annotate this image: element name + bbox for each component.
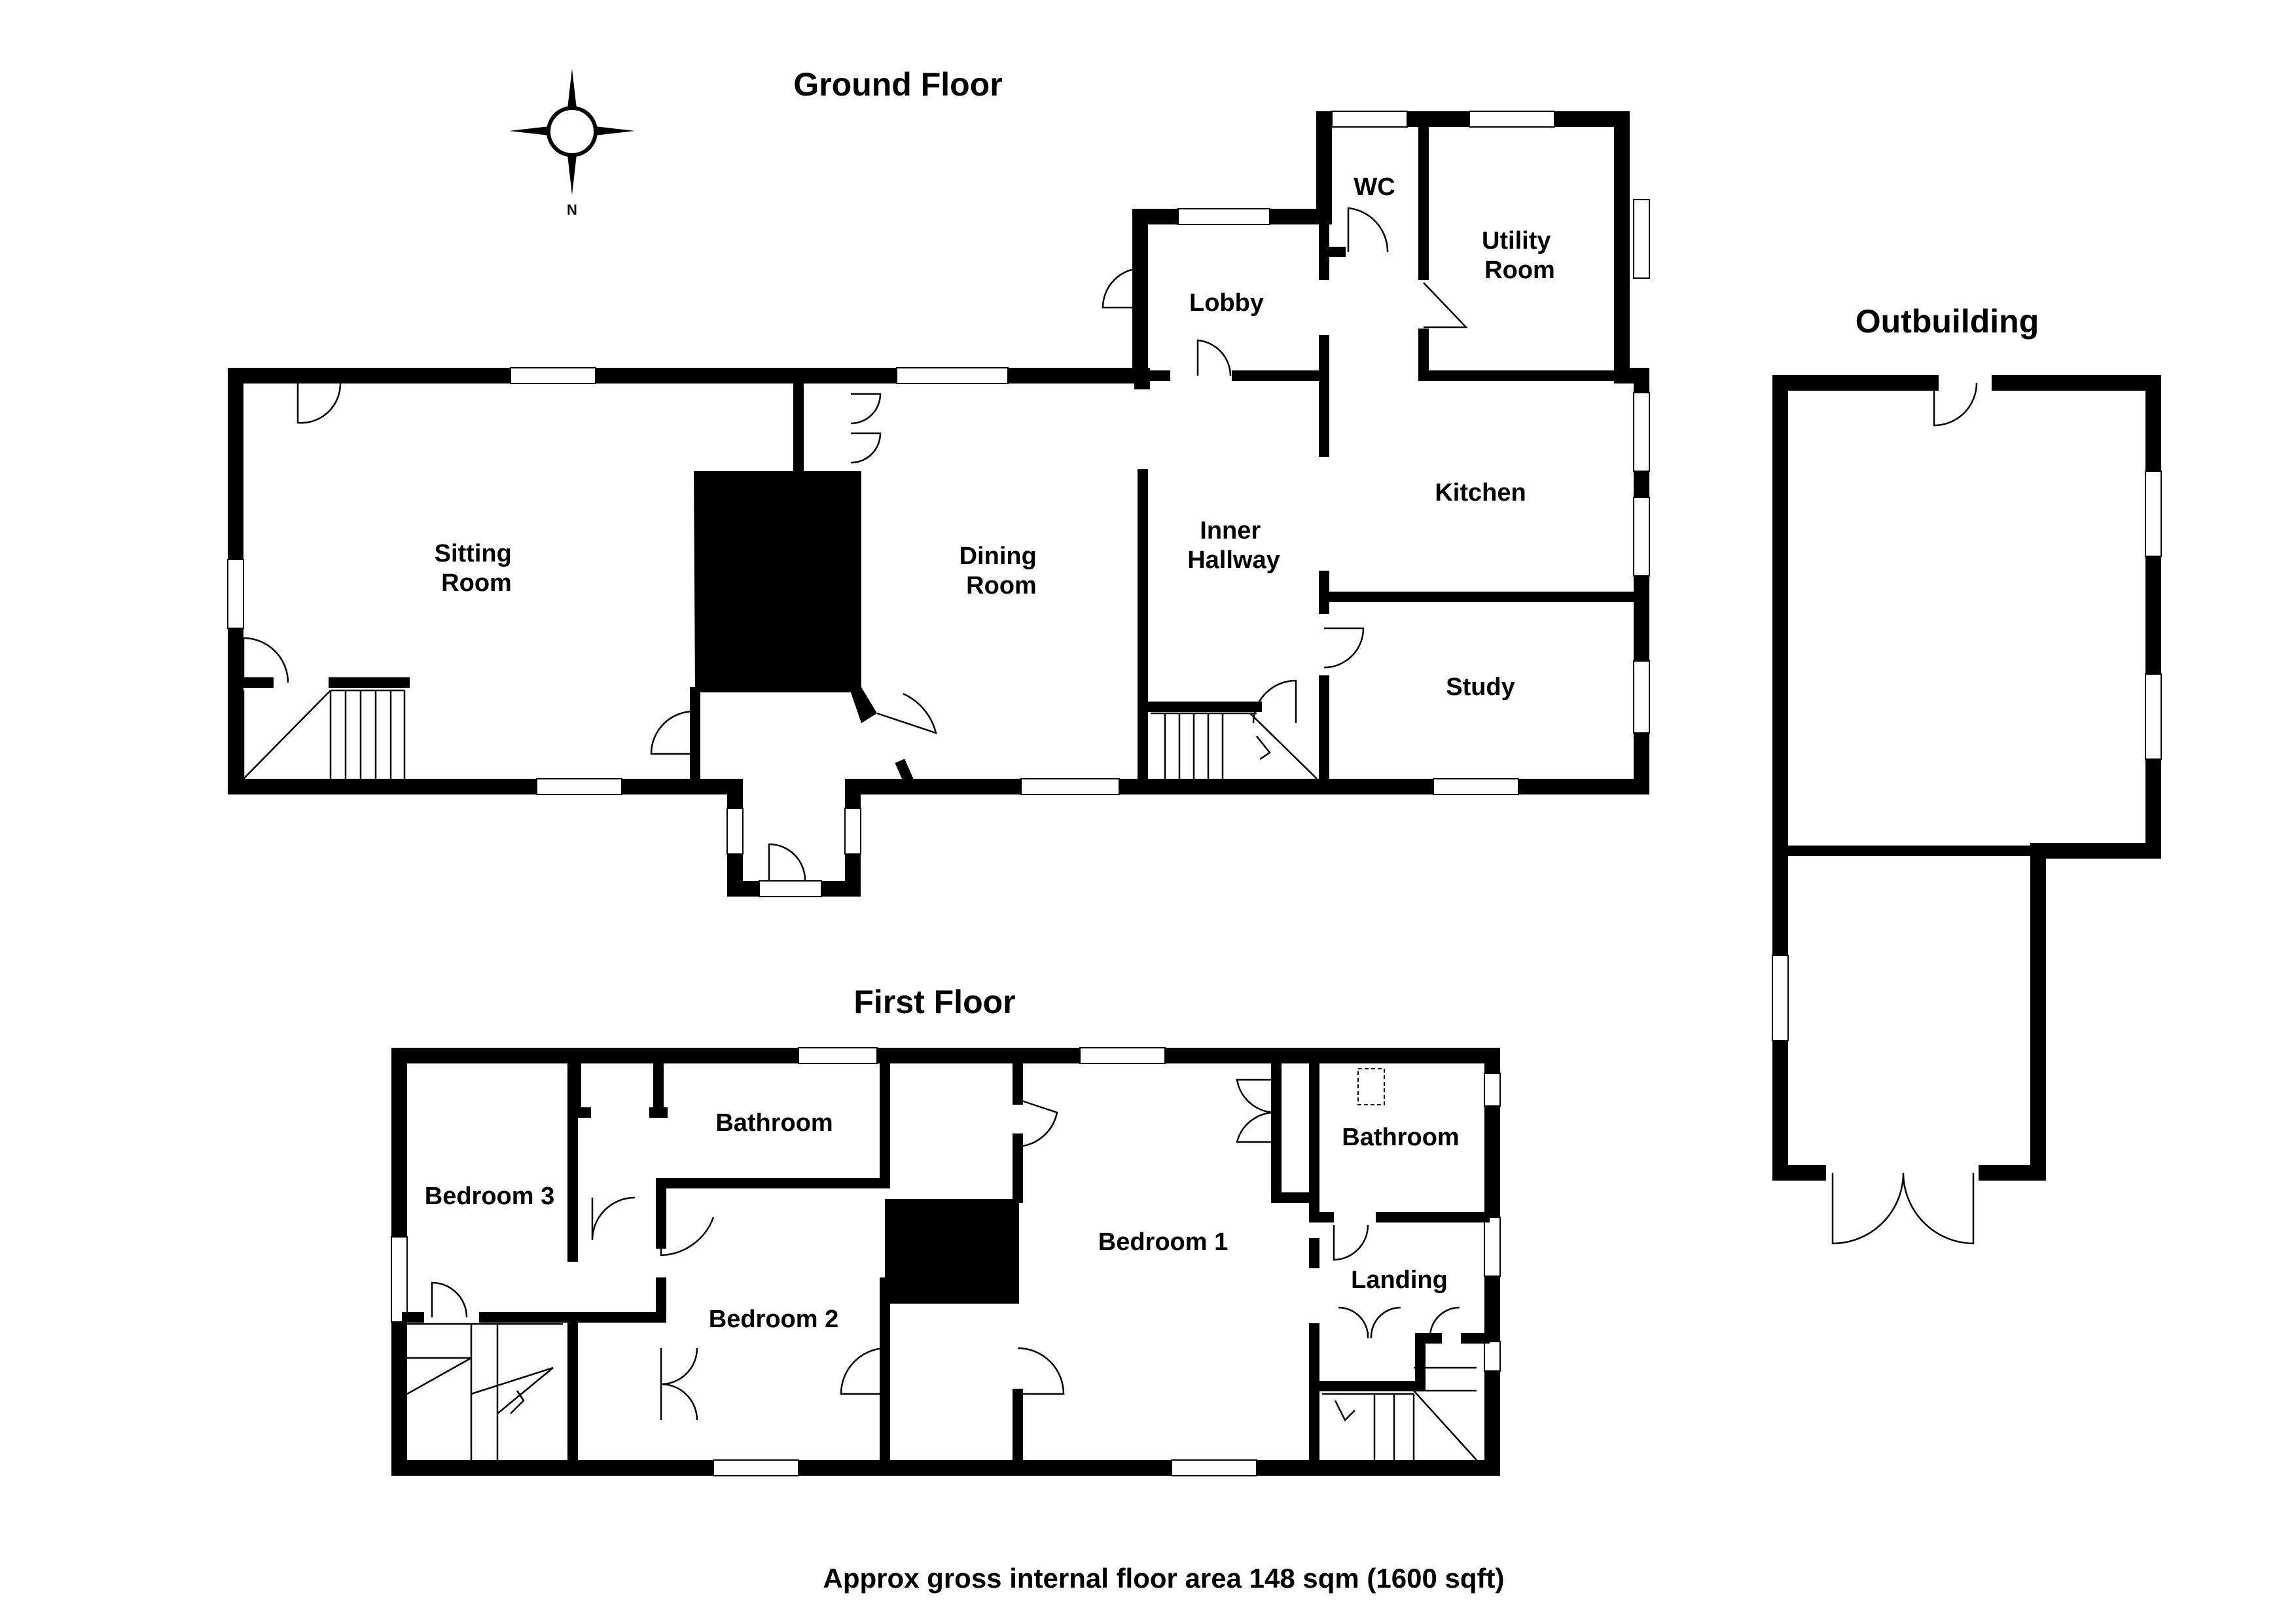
ground-floor-plan: Sitting Room Dining Room Lobby WC Utilit… <box>227 111 1650 897</box>
floor-area-caption: Approx gross internal floor area 148 sqm… <box>823 1563 1505 1594</box>
window <box>1633 660 1650 734</box>
stairs <box>242 689 406 781</box>
window <box>1469 111 1555 128</box>
compass-icon: N <box>509 69 635 218</box>
stairs <box>1322 1366 1477 1461</box>
room-label-sitting-room: Sitting Room <box>435 540 519 597</box>
window <box>1484 1217 1501 1277</box>
window <box>1177 208 1270 225</box>
window <box>2145 471 2162 557</box>
window <box>536 778 622 795</box>
window <box>1633 497 1650 577</box>
window <box>713 1459 799 1476</box>
stairs <box>406 1323 563 1460</box>
room-label-bedroom-3: Bedroom 3 <box>425 1183 554 1210</box>
room-label-landing: Landing <box>1351 1266 1448 1294</box>
window <box>1633 199 1650 279</box>
chimney-block <box>885 1199 1019 1304</box>
window <box>896 367 1009 384</box>
outbuilding-title: Outbuilding <box>1856 303 2039 340</box>
room-label-kitchen: Kitchen <box>1435 479 1526 507</box>
window <box>844 808 861 855</box>
first-floor-plan: Bathroom Bedroom 3 Bedroom 2 Bedroom 1 B… <box>391 1047 1501 1476</box>
window <box>510 367 596 384</box>
room-label-lobby: Lobby <box>1189 289 1264 317</box>
window <box>1484 1341 1501 1372</box>
window <box>391 1236 408 1323</box>
chimney-block <box>694 471 877 723</box>
window <box>1020 778 1120 795</box>
outbuilding-plan <box>1772 375 2162 1245</box>
room-label-bedroom-1: Bedroom 1 <box>1098 1228 1228 1256</box>
room-label-wc: WC <box>1354 173 1395 201</box>
room-label-inner-hallway: Inner Hallway <box>1187 517 1280 574</box>
window <box>2145 673 2162 760</box>
room-label-bedroom-2: Bedroom 2 <box>709 1306 838 1333</box>
window <box>1772 955 1789 1041</box>
first-floor-title: First Floor <box>853 984 1015 1020</box>
window <box>726 808 744 855</box>
window <box>1484 1073 1501 1107</box>
room-label-dining-room: Dining Room <box>960 543 1044 599</box>
window <box>759 880 822 897</box>
window <box>1433 778 1519 795</box>
window <box>1171 1459 1257 1476</box>
room-label-bathroom-left: Bathroom <box>715 1109 833 1137</box>
stairs <box>1151 712 1318 779</box>
room-label-bathroom-right: Bathroom <box>1342 1124 1459 1151</box>
room-label-utility-room: Utility Room <box>1482 227 1558 284</box>
window <box>798 1047 878 1064</box>
window <box>1633 392 1650 472</box>
room-label-study: Study <box>1446 673 1515 701</box>
window <box>227 559 244 629</box>
window <box>1331 111 1408 128</box>
skylight-icon <box>1357 1068 1385 1105</box>
compass-north-label: N <box>567 202 577 218</box>
ground-floor-title: Ground Floor <box>793 66 1002 103</box>
window <box>1079 1047 1166 1064</box>
